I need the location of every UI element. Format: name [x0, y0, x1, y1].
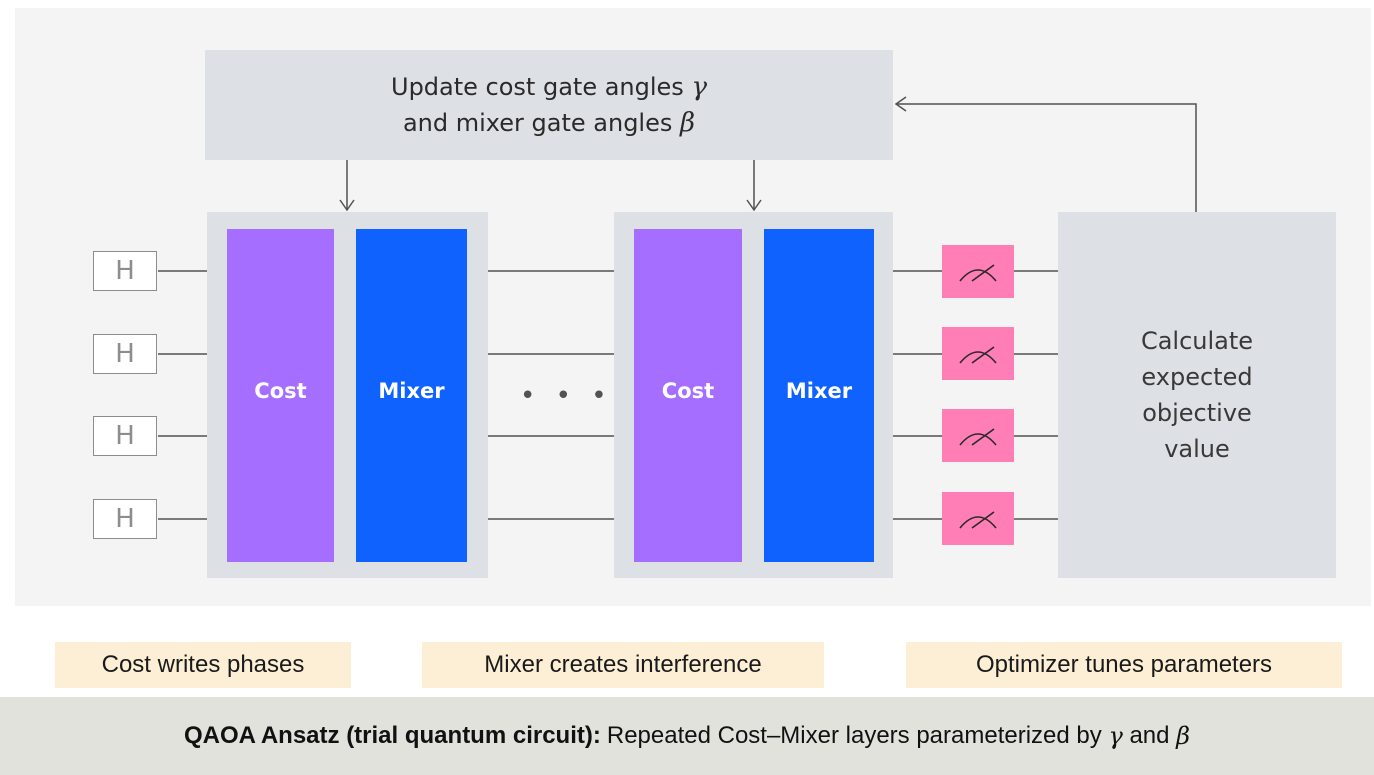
hadamard-gate: H	[93, 334, 157, 374]
cost-label: Cost	[661, 379, 715, 403]
caption-beta: β	[1176, 722, 1191, 750]
hadamard-gate: H	[93, 499, 157, 539]
calculate-objective-text: Calculate expected objective value	[1140, 327, 1254, 463]
caption-and: and	[1129, 722, 1170, 749]
measurement-meter-icon	[942, 409, 1014, 462]
measurement-meter-icon	[942, 245, 1014, 298]
note-cost: Cost writes phases	[55, 642, 351, 688]
cost-block-2: Cost	[634, 229, 742, 562]
calculate-objective-box: Calculate expected objective value	[1058, 212, 1336, 578]
measurement-meter-icon	[942, 492, 1014, 545]
feedback-arrow-icon	[896, 103, 1197, 212]
gamma-symbol: γ	[691, 72, 707, 102]
update-angles-box: Update cost gate angles γ and mixer gate…	[205, 50, 893, 160]
caption-text: Repeated Cost–Mixer layers parameterized…	[606, 722, 1102, 749]
cost-block-1: Cost	[227, 229, 334, 562]
measurement-meter-icon	[942, 327, 1014, 380]
mixer-label: Mixer	[785, 379, 853, 403]
note-mixer: Mixer creates interference	[422, 642, 824, 688]
note-optimizer: Optimizer tunes parameters	[906, 642, 1342, 688]
mixer-block-2: Mixer	[764, 229, 874, 562]
layer-ellipsis: • • •	[520, 381, 613, 411]
update-line-1: Update cost gate angles	[391, 73, 684, 101]
mixer-label: Mixer	[378, 379, 445, 403]
caption-title: QAOA Ansatz (trial quantum circuit):	[183, 722, 601, 749]
hadamard-gate: H	[93, 251, 157, 291]
caption-gamma: γ	[1108, 722, 1123, 750]
mixer-block-1: Mixer	[356, 229, 467, 562]
caption-bar: QAOA Ansatz (trial quantum circuit): Rep…	[0, 697, 1374, 775]
update-line-2: and mixer gate angles	[402, 109, 673, 137]
hadamard-gate: H	[93, 416, 157, 456]
cost-label: Cost	[254, 379, 307, 403]
beta-symbol: β	[680, 108, 696, 138]
